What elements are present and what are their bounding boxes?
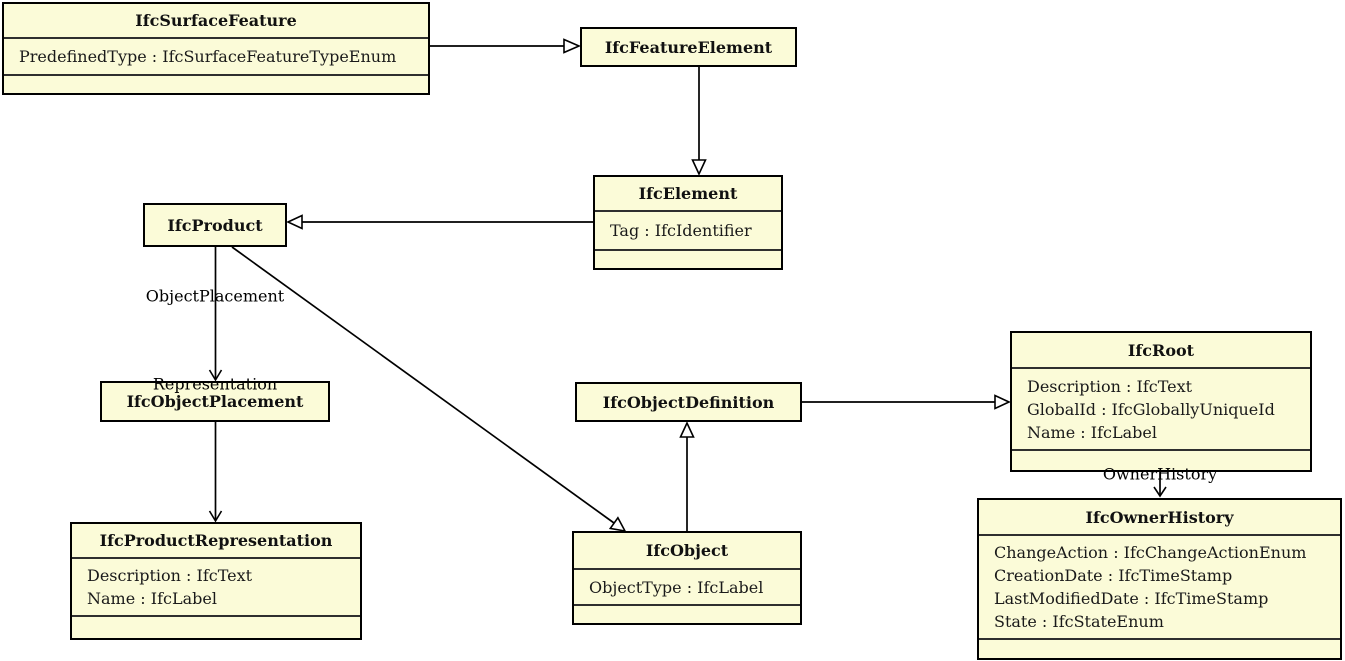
class-title: IfcFeatureElement bbox=[604, 37, 773, 57]
class-title: IfcSurfaceFeature bbox=[135, 11, 297, 30]
edge-objectdefinition-root bbox=[802, 394, 1011, 410]
attribute: PredefinedType : IfcSurfaceFeatureTypeEn… bbox=[19, 47, 397, 66]
class-title: IfcElement bbox=[638, 184, 738, 203]
generalization-arrowhead-icon bbox=[679, 421, 695, 438]
class-operations-empty bbox=[1012, 449, 1310, 470]
class-attributes: PredefinedType : IfcSurfaceFeatureTypeEn… bbox=[4, 37, 428, 74]
edge-product-objectplacement bbox=[208, 247, 223, 382]
generalization-arrowhead-icon bbox=[994, 394, 1011, 410]
class-operations-empty bbox=[979, 638, 1340, 658]
class-ifcobject: IfcObject ObjectType : IfcLabel bbox=[572, 531, 802, 625]
class-attributes: ChangeAction : IfcChangeActionEnum Creat… bbox=[979, 534, 1340, 638]
class-ifcfeatureelement: IfcFeatureElement bbox=[580, 27, 797, 67]
edge-product-productrepresentation bbox=[208, 422, 223, 523]
class-ifcownerhistory: IfcOwnerHistory ChangeAction : IfcChange… bbox=[977, 498, 1342, 660]
edge-element-product bbox=[286, 214, 593, 230]
attribute: CreationDate : IfcTimeStamp bbox=[994, 566, 1233, 585]
attribute: Description : IfcText bbox=[87, 566, 253, 585]
class-attributes: Description : IfcText GlobalId : IfcGlob… bbox=[1012, 367, 1310, 449]
attribute: Description : IfcText bbox=[1027, 376, 1193, 396]
generalization-arrowhead-icon bbox=[691, 159, 707, 176]
class-ifcproduct: IfcProduct bbox=[143, 203, 287, 247]
class-title: IfcRoot bbox=[1127, 340, 1195, 360]
edge-surfacefeature-featureelement bbox=[430, 38, 582, 54]
class-attributes: Tag : IfcIdentifier bbox=[595, 210, 781, 249]
attribute: GlobalId : IfcGloballyUniqueId bbox=[1027, 399, 1275, 419]
class-operations-empty bbox=[4, 74, 428, 93]
edge-label-objectplacement: ObjectPlacement bbox=[145, 286, 285, 306]
class-ifcelement: IfcElement Tag : IfcIdentifier bbox=[593, 175, 783, 270]
generalization-arrowhead-icon bbox=[608, 516, 627, 533]
attribute: State : IfcStateEnum bbox=[994, 612, 1164, 631]
class-title: IfcObjectDefinition bbox=[602, 392, 775, 412]
class-operations-empty bbox=[574, 604, 800, 623]
edge-featureelement-element bbox=[691, 67, 707, 176]
class-title: IfcOwnerHistory bbox=[1085, 507, 1234, 527]
attribute: Tag : IfcIdentifier bbox=[610, 221, 752, 240]
edge-label-representation: Representation bbox=[152, 374, 278, 394]
class-ifcroot: IfcRoot Description : IfcText GlobalId :… bbox=[1010, 331, 1312, 472]
class-title: IfcProductRepresentation bbox=[99, 531, 333, 550]
class-ifcobjectdefinition: IfcObjectDefinition bbox=[575, 382, 802, 422]
class-operations-empty bbox=[595, 249, 781, 268]
association-arrowhead-icon bbox=[1153, 486, 1167, 498]
class-title: IfcObject bbox=[645, 541, 729, 560]
generalization-arrowhead-icon bbox=[563, 38, 582, 54]
generalization-arrowhead-icon bbox=[286, 214, 303, 230]
class-ifcproductrepresentation: IfcProductRepresentation Description : I… bbox=[70, 522, 362, 640]
attribute: Name : IfcLabel bbox=[1027, 422, 1157, 442]
class-operations-empty bbox=[72, 615, 360, 638]
class-attributes: Description : IfcText Name : IfcLabel bbox=[72, 557, 360, 615]
class-ifcsurfacefeature: IfcSurfaceFeature PredefinedType : IfcSu… bbox=[2, 2, 430, 95]
attribute: LastModifiedDate : IfcTimeStamp bbox=[994, 589, 1269, 608]
class-title: IfcProduct bbox=[167, 215, 263, 235]
attribute: ObjectType : IfcLabel bbox=[589, 577, 764, 597]
attribute: Name : IfcLabel bbox=[87, 589, 217, 608]
edge-label-ownerhistory: OwnerHistory bbox=[1102, 464, 1218, 484]
edge-object-objectdefinition bbox=[679, 421, 695, 531]
class-attributes: ObjectType : IfcLabel bbox=[574, 568, 800, 604]
attribute: ChangeAction : IfcChangeActionEnum bbox=[994, 543, 1307, 562]
association-arrowhead-icon bbox=[208, 510, 223, 523]
